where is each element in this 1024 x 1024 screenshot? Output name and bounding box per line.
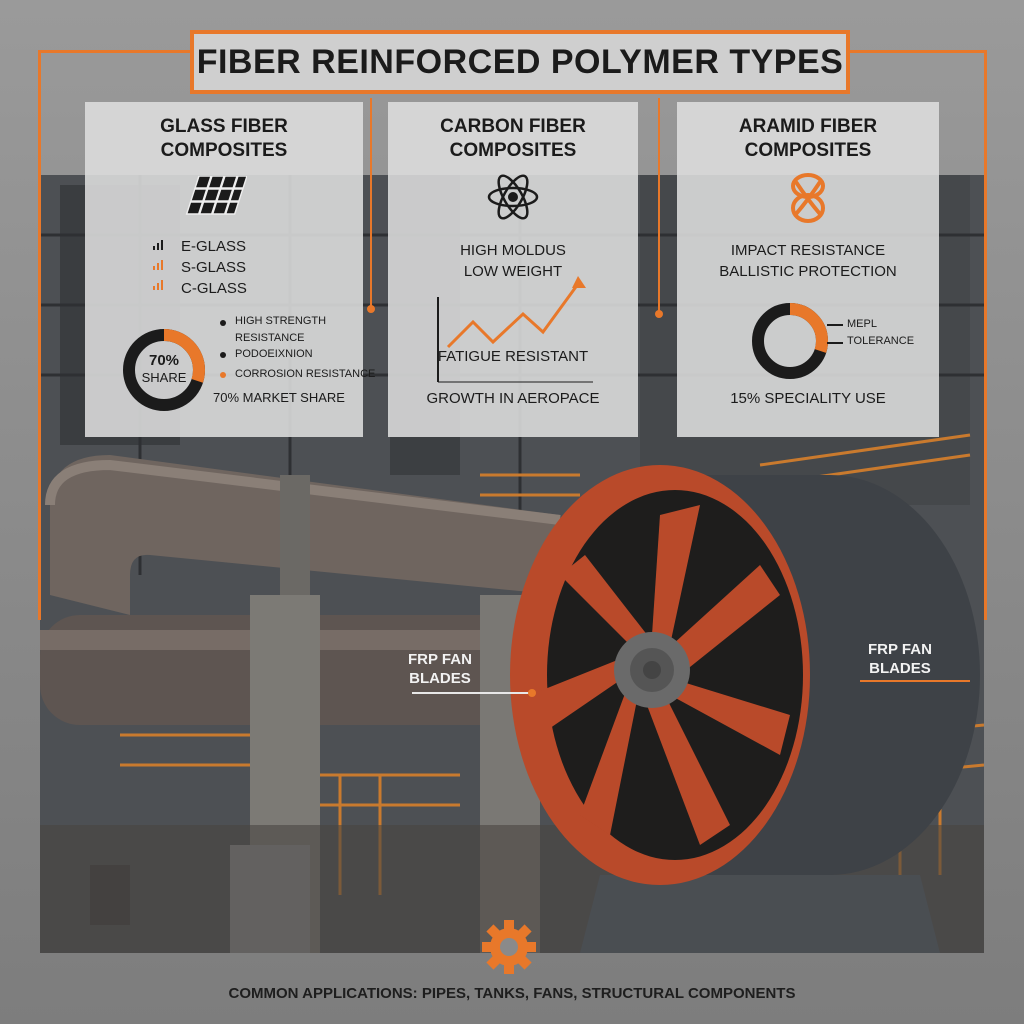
callout-leader-left xyxy=(412,692,532,694)
aramid-title-line1: ARAMID FIBER xyxy=(738,116,878,137)
aramid-footnote: 15% SPECIALITY USE xyxy=(730,390,886,407)
donut-leader-2 xyxy=(827,342,843,344)
gear-icon xyxy=(482,920,536,974)
bullet-dot xyxy=(220,352,226,358)
aramid-fiber-panel: ARAMID FIBER COMPOSITES IMPACT RESISTANC… xyxy=(677,102,939,437)
glass-bullet-4: CORROSION RESISTANCE xyxy=(235,368,376,380)
glass-donut-value: 70% xyxy=(148,352,180,369)
bullet-dot xyxy=(220,320,226,326)
carbon-fiber-panel: CARBON FIBER COMPOSITES HIGH MOLDUS LOW … xyxy=(388,102,638,437)
connector-dot-2 xyxy=(655,310,663,318)
aramid-line-2: BALLISTIC PROTECTION xyxy=(719,263,897,280)
frame-line-top-left xyxy=(38,50,190,53)
carbon-line-2: LOW WEIGHT xyxy=(463,263,563,280)
glass-type-3: C-GLASS xyxy=(181,280,247,297)
glass-donut-caption: SHARE xyxy=(141,370,187,385)
fan-callout-left: FRP FAN BLADES xyxy=(408,650,472,688)
carbon-title-line1: CARBON FIBER xyxy=(440,116,586,137)
fan-callout-right-line1: FRP FAN xyxy=(868,641,932,658)
aramid-share-donut xyxy=(752,303,828,379)
glass-type-2: S-GLASS xyxy=(181,259,247,276)
frame-line-top-right xyxy=(850,50,986,53)
frame-line-right xyxy=(984,50,987,620)
glass-bullet-2: RESISTANCE xyxy=(235,332,305,344)
aramid-line-1: IMPACT RESISTANCE xyxy=(730,242,886,259)
aramid-donut-label-1: MEPL xyxy=(847,318,877,330)
carbon-panel-title: CARBON FIBER COMPOSITES xyxy=(388,115,638,163)
growth-trend-chart xyxy=(437,276,593,383)
connector-line-2 xyxy=(658,98,660,313)
glass-donut-label: 70% SHARE xyxy=(121,352,207,386)
page-title: FIBER REINFORCED POLYMER TYPES xyxy=(196,42,844,81)
fan-callout-right-line2: BLADES xyxy=(869,660,931,677)
glass-title-line1: GLASS FIBER xyxy=(160,116,288,137)
footer-applications: COMMON APPLICATIONS: PIPES, TANKS, FANS,… xyxy=(228,985,796,1002)
weave-knot-icon xyxy=(791,173,825,223)
carbon-footnote: GROWTH IN AEROPACE xyxy=(426,390,600,407)
carbon-chart-caption: FATIGUE RESISTANT xyxy=(437,348,589,365)
aramid-donut-label-2: TOLERANCE xyxy=(847,335,915,347)
glass-share-donut xyxy=(123,329,205,411)
glass-bullet-3: PODOEIXNION xyxy=(235,348,313,360)
title-banner: FIBER REINFORCED POLYMER TYPES xyxy=(190,30,850,94)
connector-line-1 xyxy=(370,98,372,308)
carbon-title-line2: COMPOSITES xyxy=(449,140,577,161)
carbon-line-1: HIGH MOLDUS xyxy=(460,242,566,259)
glass-fiber-panel: GLASS FIBER COMPOSITES E-GLASS S-GLASS C… xyxy=(85,102,375,437)
glass-bullet-1: HIGH STRENGTH xyxy=(235,315,327,327)
grid-mesh-icon xyxy=(185,176,247,215)
donut-leader-1 xyxy=(827,324,843,326)
bullet-dot xyxy=(220,372,226,378)
aramid-panel-title: ARAMID FIBER COMPOSITES xyxy=(677,115,939,163)
glass-type-1: E-GLASS xyxy=(181,238,247,255)
glass-footnote: 70% MARKET SHARE xyxy=(213,390,345,405)
connector-dot-1 xyxy=(367,305,375,313)
glass-title-line2: COMPOSITES xyxy=(160,140,288,161)
atom-icon xyxy=(487,174,539,220)
fan-callout-left-line2: BLADES xyxy=(409,670,471,687)
frame-line-left xyxy=(38,50,41,620)
glass-panel-title: GLASS FIBER COMPOSITES xyxy=(85,115,363,163)
callout-dot-left xyxy=(528,689,536,697)
callout-leader-right xyxy=(860,680,970,682)
bar-level-icons xyxy=(153,240,163,290)
fan-callout-left-line1: FRP FAN xyxy=(408,651,472,668)
fan-callout-right: FRP FAN BLADES xyxy=(868,640,932,678)
aramid-title-line2: COMPOSITES xyxy=(744,140,872,161)
